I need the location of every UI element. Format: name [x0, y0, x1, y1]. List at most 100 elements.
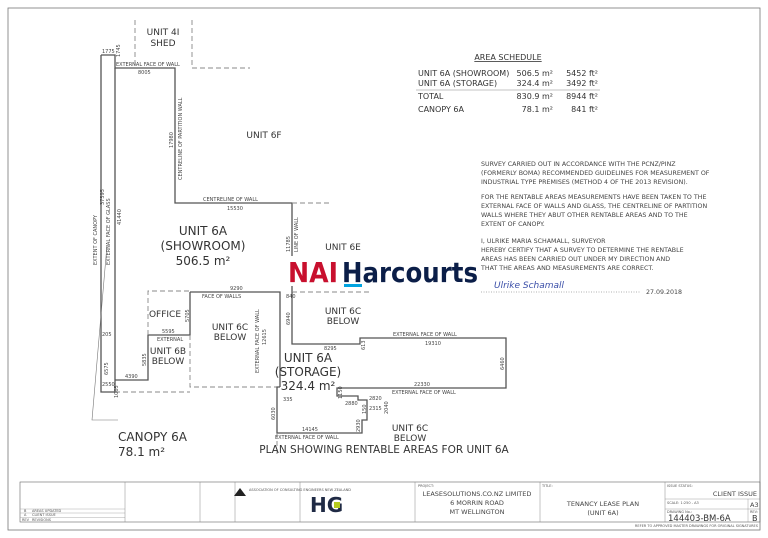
annotation: CENTRELINE OF WALL: [203, 197, 258, 203]
unit-4i-label: UNIT 4I: [147, 28, 180, 38]
dimension: 37595: [100, 189, 106, 205]
canopy-area: 78.1 m²: [118, 445, 165, 459]
scale-label: SCALE: 1:250 - A3: [667, 501, 699, 505]
annotation: EXTERNAL: [157, 337, 183, 343]
plan-title: PLAN SHOWING RENTABLE AREAS FOR UNIT 6A: [259, 444, 509, 456]
unit-6c-below: BELOW: [214, 333, 247, 343]
annotation: CENTRELINE OF PARTITION WALL: [178, 97, 184, 180]
unit-6b-below: BELOW: [152, 357, 185, 367]
annotation: EXTERNAL FACE OF WALL: [255, 309, 261, 373]
schedule-name: UNIT 6A (SHOWROOM): [418, 69, 509, 78]
dimension: 5835: [142, 353, 148, 366]
below-units-dashed: [115, 290, 280, 393]
note-line: EXTENT OF CANOPY.: [481, 221, 545, 228]
note-line: SURVEY CARRIED OUT IN ACCORDANCE WITH TH…: [481, 161, 676, 168]
note-line: I, ULRIKE MARIA SCHAMALL, SURVEYOR: [481, 238, 606, 245]
project-label: PROJECT:: [418, 484, 434, 488]
title-block: B AREAS UPDATED A CLIENT ISSUE REV REVIS…: [19, 481, 761, 528]
schedule-name: UNIT 6A (STORAGE): [418, 79, 497, 88]
dimension: 17980: [169, 132, 175, 148]
footer-note: REFER TO APPROVED MASTER DRAWINGS FOR OR…: [635, 524, 759, 528]
annotation: EXTERNAL FACE OF WALL: [393, 332, 457, 338]
acenz-logo-icon: [234, 488, 246, 496]
unit-6a-label: UNIT 6A: [179, 224, 228, 238]
status-label: ISSUE STATUS:: [667, 484, 693, 488]
storage-label: (STORAGE): [275, 365, 342, 379]
revision-desc: REVISIONS: [32, 518, 52, 522]
sheet-size: A3: [750, 501, 759, 509]
dimension: 8295: [324, 346, 337, 352]
annotation: LINE OF WALL: [294, 217, 300, 252]
schedule-name: TOTAL: [417, 92, 444, 101]
drawing-title-line: (UNIT 6A): [587, 509, 618, 517]
schedule-ft2: 841 ft²: [571, 105, 598, 114]
area-schedule: AREA SCHEDULE UNIT 6A (SHOWROOM) 506.5 m…: [416, 53, 600, 114]
note-line: WALLS WHERE THEY ABUT OTHER RENTABLE ARE…: [481, 212, 688, 219]
storage-wall: [276, 292, 507, 434]
dimension: 12615: [262, 329, 268, 345]
dimension: 1150: [338, 386, 344, 399]
schedule-ft2: 5452 ft²: [566, 69, 598, 78]
dimension: 14145: [302, 427, 318, 433]
note-line: INDUSTRIAL TYPE PREMISES (METHOD 4 OF TH…: [481, 179, 688, 186]
note-line: THAT THE AREAS AND MEASUREMENTS ARE CORR…: [480, 265, 654, 272]
shed-label: SHED: [150, 39, 175, 49]
dimension: 1745: [116, 44, 122, 57]
schedule-m2: 78.1 m²: [522, 105, 553, 114]
page-frame: [7, 7, 761, 531]
annotation: EXTENT OF CANOPY: [93, 214, 99, 265]
annotation: EXTERNAL FACE OF WALL: [116, 62, 180, 68]
dimension: 2930: [356, 419, 362, 432]
dimension: 6940: [286, 312, 292, 325]
face-of-walls-line: [190, 291, 281, 387]
logo-harcourts: Harcourts: [342, 256, 478, 289]
dimension: 11785: [286, 236, 292, 252]
schedule-m2: 324.4 m²: [517, 79, 553, 88]
nai-harcourts-logo: NAI Harcourts: [288, 256, 478, 289]
area-schedule-heading: AREA SCHEDULE: [474, 53, 541, 62]
note-line: HEREBY CERTIFY THAT A SURVEY TO DETERMIN…: [481, 247, 684, 254]
dimension: 205: [102, 332, 112, 338]
unit-6c-below-3: BELOW: [394, 434, 427, 444]
unit-6b-label: UNIT 6B: [150, 347, 186, 357]
schedule-ft2: 8944 ft²: [566, 92, 598, 101]
issue-status: CLIENT ISSUE: [713, 490, 757, 498]
dimension: 335: [283, 397, 293, 403]
office-label: OFFICE: [149, 310, 181, 320]
dimension: 4390: [125, 374, 138, 380]
dimension: 2315: [369, 406, 382, 412]
dimension: 150: [362, 404, 368, 414]
dimension: 5595: [162, 329, 175, 335]
dimension: 6575: [104, 362, 110, 375]
dimension: 6460: [500, 357, 506, 370]
acenz-text: ASSOCIATION OF CONSULTING ENGINEERS NEW …: [249, 488, 351, 492]
rev-label: REV:: [750, 510, 758, 514]
schedule-ft2: 3492 ft²: [566, 79, 598, 88]
survey-notes: SURVEY CARRIED OUT IN ACCORDANCE WITH TH…: [480, 161, 710, 296]
revision-desc: AREAS UPDATED: [32, 509, 62, 513]
survey-date: 27.09.2018: [646, 289, 682, 296]
revision: B: [752, 514, 758, 523]
canopy-extent-line: [100, 55, 115, 393]
schedule-m2: 506.5 m²: [517, 69, 553, 78]
drawing-title-line: TENANCY LEASE PLAN: [566, 500, 639, 508]
unit-6c-label: UNIT 6C: [212, 323, 248, 333]
shed-outline: [134, 20, 250, 69]
annotation: EXTERNAL FACE OF GLASS: [106, 198, 112, 265]
project-line: LEASESOLUTIONS.CO.NZ LIMITED: [423, 490, 532, 498]
dimension: 8005: [138, 70, 151, 76]
revision-code: B: [24, 509, 27, 513]
dimension: 2820: [369, 396, 382, 402]
logo-nai: NAI: [288, 256, 338, 289]
dimension: 1775: [102, 49, 115, 55]
drawing-number: 144403-BM-6A: [668, 514, 731, 524]
dimension: 19310: [425, 341, 441, 347]
drawing-no-label: DRAWING No.:: [667, 510, 692, 514]
dimension: 15530: [227, 206, 243, 212]
unit-6c-label-2: UNIT 6C: [325, 307, 361, 317]
dimension: 2040: [384, 401, 390, 414]
dimension: 6030: [271, 407, 277, 420]
showroom-label: (SHOWROOM): [161, 239, 246, 253]
storage-area: 324.4 m²: [281, 379, 336, 393]
dimension: 5705: [185, 309, 191, 322]
